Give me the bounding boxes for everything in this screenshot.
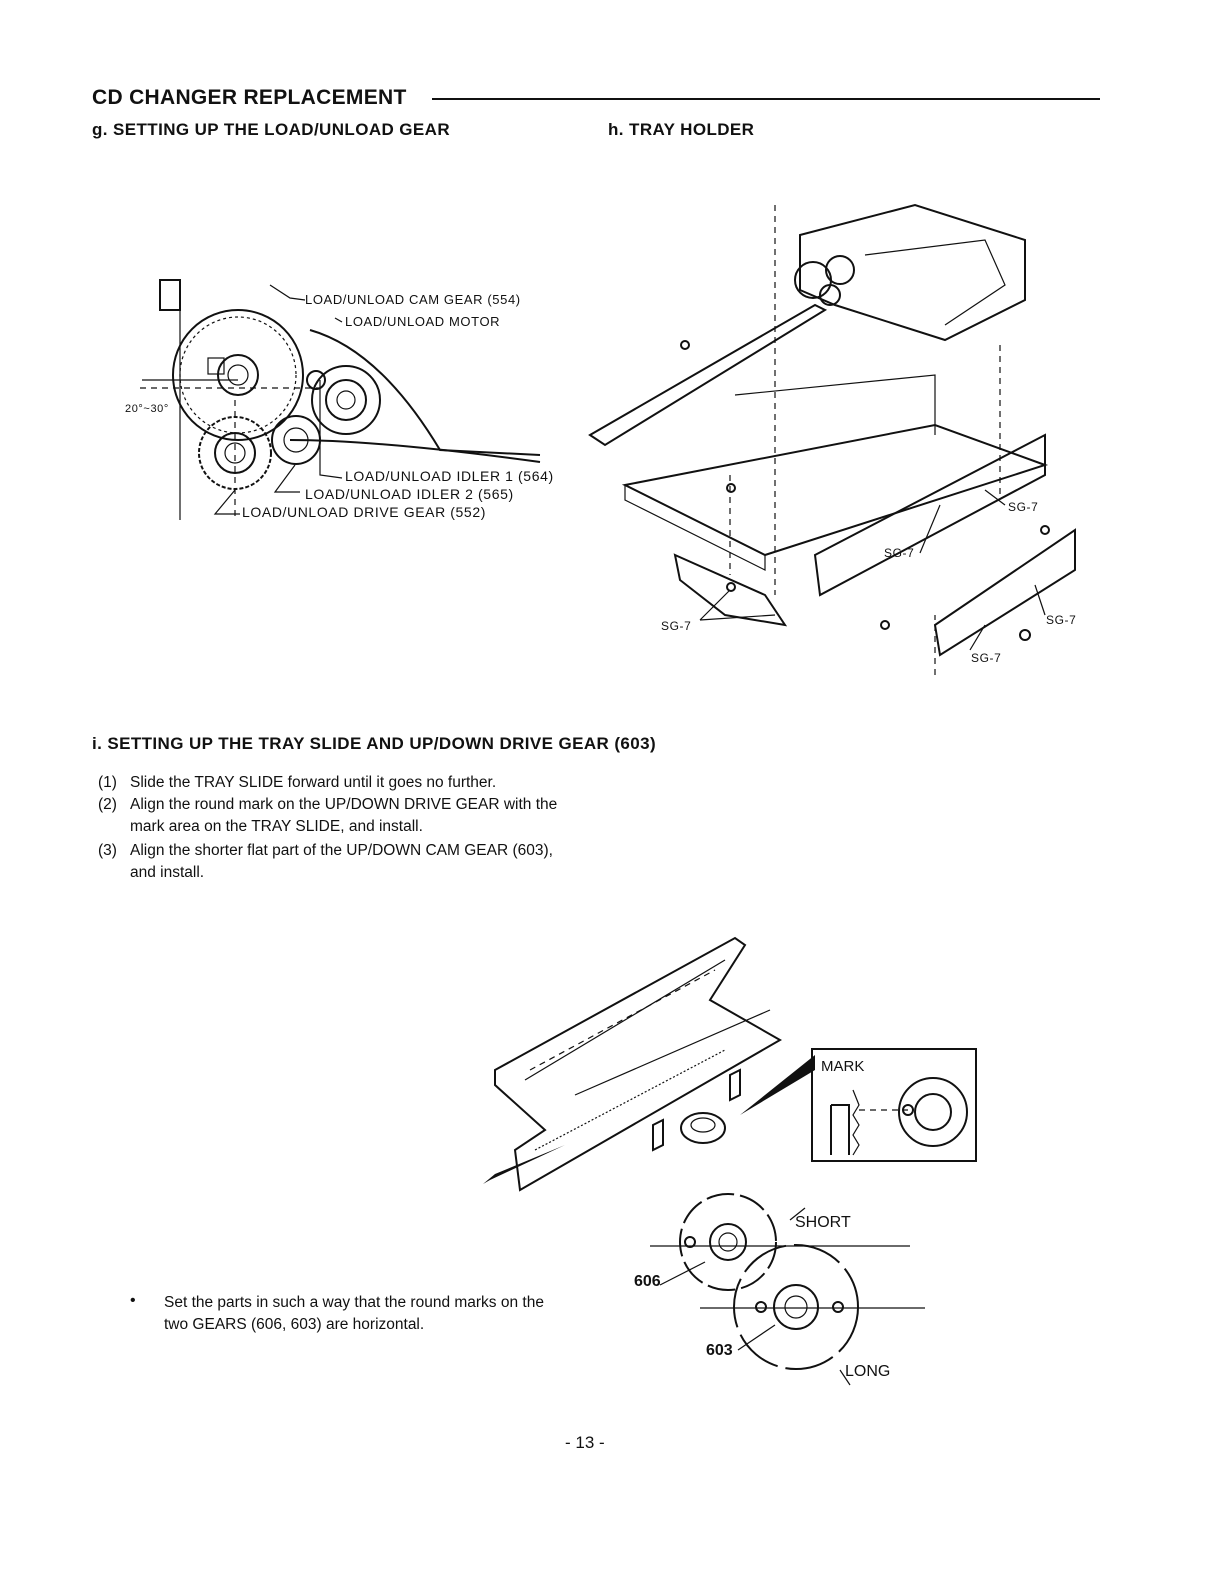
section-h-heading: h. TRAY HOLDER (608, 120, 755, 139)
label-sg7-c: SG-7 (661, 619, 692, 633)
note-bullet: • (130, 1292, 136, 1309)
figure-g-gear-diagram (140, 279, 541, 520)
label-gear-603: 603 (706, 1342, 733, 1359)
step-number: (3) (98, 842, 117, 859)
label-long: LONG (845, 1363, 891, 1380)
figure-i-gear-alignment (650, 1193, 925, 1386)
step-text: Align the round mark on the UP/DOWN DRIV… (130, 796, 558, 835)
label-gear-606: 606 (634, 1273, 661, 1290)
label-idler-2: LOAD/UNLOAD IDLER 2 (565) (305, 486, 514, 502)
page-number: - 13 - (565, 1433, 605, 1452)
mark-detail-box: MARK (811, 1048, 977, 1162)
section-g-heading: g. SETTING UP THE LOAD/UNLOAD GEAR (92, 120, 451, 139)
label-drive-gear: LOAD/UNLOAD DRIVE GEAR (552) (242, 504, 486, 520)
figure-i-tray-slide-diagram (483, 936, 815, 1192)
label-cam-gear: LOAD/UNLOAD CAM GEAR (554) (305, 292, 521, 307)
figure-h-tray-holder-diagram (588, 203, 1076, 675)
note-text: Set the parts in such a way that the rou… (164, 1294, 544, 1333)
page-title: CD CHANGER REPLACEMENT (92, 86, 407, 109)
label-idler-1: LOAD/UNLOAD IDLER 1 (564) (345, 468, 554, 484)
title-rule (432, 98, 1100, 100)
label-motor: LOAD/UNLOAD MOTOR (345, 314, 501, 329)
label-sg7-e: SG-7 (971, 651, 1002, 665)
step-3: (3) Align the shorter flat part of the U… (98, 840, 578, 886)
step-text: Slide the TRAY SLIDE forward until it go… (130, 774, 497, 791)
label-angle: 20°~30° (125, 403, 169, 415)
label-mark: MARK (821, 1058, 865, 1075)
step-number: (1) (98, 774, 117, 791)
label-sg7-b: SG-7 (884, 546, 915, 560)
label-sg7-d: SG-7 (1046, 613, 1077, 627)
step-1: (1) Slide the TRAY SLIDE forward until i… (98, 772, 578, 796)
section-i-heading: i. SETTING UP THE TRAY SLIDE AND UP/DOWN… (92, 734, 657, 753)
step-text: Align the shorter flat part of the UP/DO… (130, 842, 553, 881)
step-number: (2) (98, 796, 117, 813)
label-short: SHORT (795, 1214, 851, 1231)
label-sg7-a: SG-7 (1008, 500, 1039, 514)
step-2: (2) Align the round mark on the UP/DOWN … (98, 794, 578, 840)
mark-detail-drawing (830, 1077, 968, 1156)
